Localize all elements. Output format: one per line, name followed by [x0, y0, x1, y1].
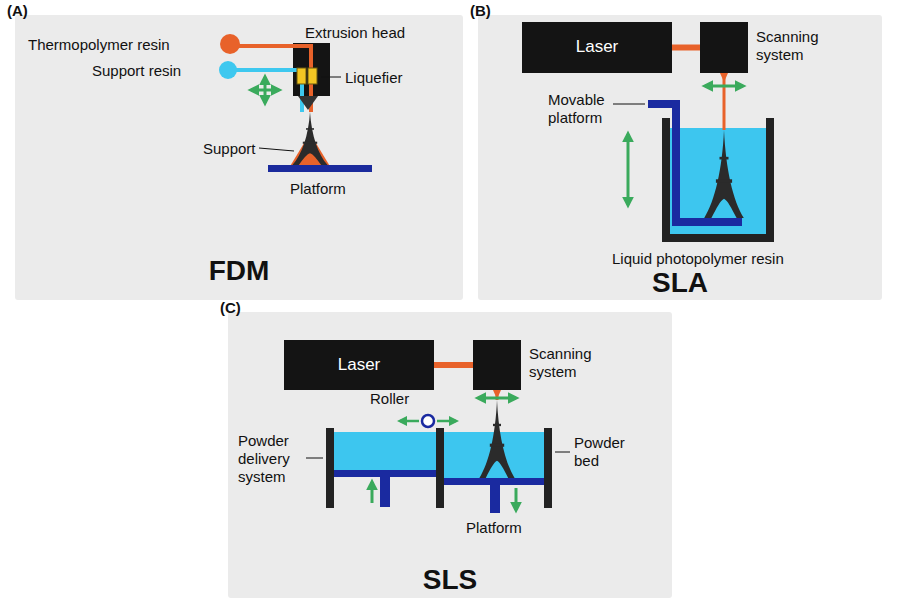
part-label-holder: Platform — [290, 180, 346, 198]
box-label-holder: Laser — [284, 340, 434, 390]
panel-title: SLA — [652, 267, 708, 298]
panel-tag: (C) — [220, 299, 241, 316]
part-label: Powder delivery system — [238, 432, 290, 485]
part-label: Powder bed — [574, 434, 625, 469]
part-label-holder: Liquefier — [345, 69, 403, 87]
panel-title-holder: FDM — [15, 254, 463, 288]
scanning-box: Scanning system — [473, 340, 521, 390]
part-label: Support resin — [92, 62, 181, 79]
part-label: Roller — [370, 390, 409, 407]
laser-box: Laser — [522, 22, 672, 73]
panel-tag: (A) — [7, 2, 28, 19]
panel-tag: (B) — [470, 2, 491, 19]
scanning-box: Scanning system — [700, 22, 748, 73]
part-label: Thermopolymer resin — [28, 36, 170, 53]
sls-illustration — [306, 390, 570, 513]
part-label: Liquefier — [345, 69, 403, 86]
panel-title-holder: SLA — [478, 266, 882, 300]
part-label-holder: Roller — [370, 390, 409, 408]
part-label: Support — [203, 140, 256, 157]
box-label-holder: Laser — [522, 22, 672, 73]
part-label: Extrusion head — [305, 24, 405, 41]
box-label: Laser — [576, 37, 619, 57]
panel-tag-holder: (C) — [220, 299, 241, 317]
part-label-holder: Powder delivery system — [238, 432, 308, 486]
part-label-holder: Scanning system — [529, 345, 601, 381]
panel-grounds — [15, 15, 882, 598]
panel-title: SLS — [423, 564, 477, 595]
part-label-holder: Support — [203, 140, 256, 158]
laser-box: Laser — [284, 340, 434, 390]
panel: (A)FDMExtrusion head — [15, 15, 463, 300]
laser-beam — [434, 362, 473, 368]
part-label-holder: Extrusion head — [305, 24, 405, 42]
part-label: Movable platform — [548, 91, 605, 126]
part-label-holder: Powder bed — [574, 434, 634, 470]
part-label-holder: Movable platform — [548, 91, 620, 127]
box-label: Laser — [338, 355, 381, 375]
part-label-holder: Platform — [466, 519, 522, 537]
extrusion-head: Extrusion head — [293, 43, 330, 96]
part-label-holder: Scanning system — [756, 28, 828, 64]
part-label-holder: Liquid photopolymer resin — [612, 250, 784, 268]
panel-title: FDM — [209, 255, 270, 286]
panel-tag-holder: (B) — [470, 2, 491, 20]
panel-title-holder: SLS — [228, 563, 672, 597]
part-label: Platform — [290, 180, 346, 197]
laser-beam — [672, 45, 700, 51]
part-label: Liquid photopolymer resin — [612, 250, 784, 267]
panel-tag-holder: (A) — [7, 2, 28, 20]
sla-illustration — [613, 73, 774, 242]
part-label-holder: Support resin — [92, 62, 181, 80]
part-label: Scanning system — [529, 345, 592, 380]
part-label: Platform — [466, 519, 522, 536]
part-label: Scanning system — [756, 28, 819, 63]
panel: (C)SLSLaserScanning system — [228, 312, 672, 598]
part-label-holder: Thermopolymer resin — [28, 36, 170, 54]
